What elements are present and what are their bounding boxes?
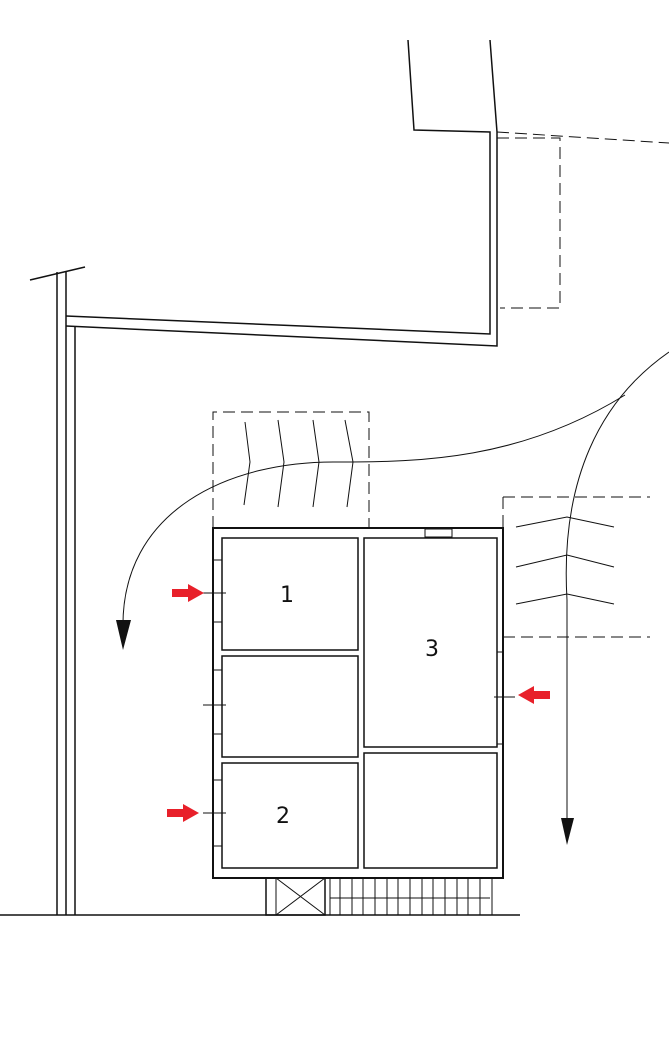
entrance-box bbox=[265, 877, 326, 916]
upper-building-outer-wall bbox=[65, 39, 498, 347]
room-3-label: 3 bbox=[425, 637, 439, 662]
dashed-annex bbox=[497, 137, 561, 309]
windows-left bbox=[203, 559, 515, 847]
dashed-boundary bbox=[496, 131, 669, 144]
red-arrow-icon bbox=[172, 584, 204, 602]
room-bottom-right-outline bbox=[363, 752, 498, 869]
room-2-outline bbox=[221, 762, 359, 869]
room-1-label: 1 bbox=[280, 583, 294, 608]
flow-curve-right bbox=[565, 351, 669, 825]
room-2-label: 2 bbox=[276, 804, 290, 829]
roof-line bbox=[29, 266, 86, 281]
window-top bbox=[424, 528, 453, 538]
upper-building-outline bbox=[65, 39, 491, 335]
dashed-zone-top bbox=[212, 411, 370, 528]
flow-curve-left bbox=[122, 394, 626, 631]
flow-arrow-icon bbox=[116, 620, 131, 650]
red-arrow-icon bbox=[167, 804, 199, 822]
flow-arrow-icon bbox=[561, 818, 574, 845]
red-arrow-icon bbox=[518, 686, 550, 704]
entrance-cross bbox=[275, 877, 326, 916]
wind-hatching bbox=[243, 419, 615, 605]
stairs bbox=[329, 878, 493, 915]
room-middle-left-outline bbox=[221, 655, 359, 758]
room-3-outline bbox=[363, 537, 498, 748]
